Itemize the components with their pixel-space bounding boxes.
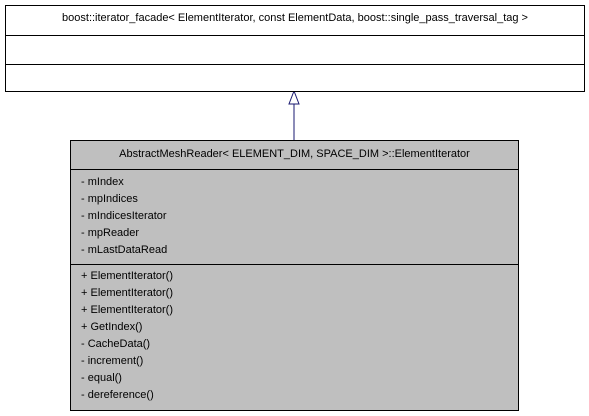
derived-class-attributes: - mIndex - mpIndices - mIndicesIterator … — [71, 169, 518, 264]
method-item: - increment() — [81, 355, 144, 367]
method-item: + ElementIterator() — [81, 304, 174, 316]
base-class-name: boost::iterator_facade< ElementIterator,… — [62, 12, 528, 24]
inheritance-arrowhead — [288, 89, 300, 105]
method-item: + ElementIterator() — [81, 270, 174, 282]
base-class-box: boost::iterator_facade< ElementIterator,… — [5, 5, 585, 92]
derived-class-box: AbstractMeshReader< ELEMENT_DIM, SPACE_D… — [70, 140, 519, 411]
attribute-item: - mpIndices — [81, 193, 138, 205]
attribute-item: - mpReader — [81, 227, 140, 239]
base-class-attributes — [6, 35, 584, 64]
attribute-item: - mIndicesIterator — [81, 210, 167, 222]
derived-class-name: AbstractMeshReader< ELEMENT_DIM, SPACE_D… — [119, 148, 470, 160]
attribute-item: - mLastDataRead — [81, 244, 168, 256]
method-item: + ElementIterator() — [81, 287, 174, 299]
method-item: - dereference() — [81, 389, 154, 401]
method-item: + GetIndex() — [81, 321, 143, 333]
derived-class-methods: + ElementIterator() + ElementIterator() … — [71, 264, 518, 410]
method-item: - CacheData() — [81, 338, 151, 350]
method-item: - equal() — [81, 372, 122, 384]
base-class-methods — [6, 64, 584, 91]
attribute-item: - mIndex — [81, 176, 124, 188]
